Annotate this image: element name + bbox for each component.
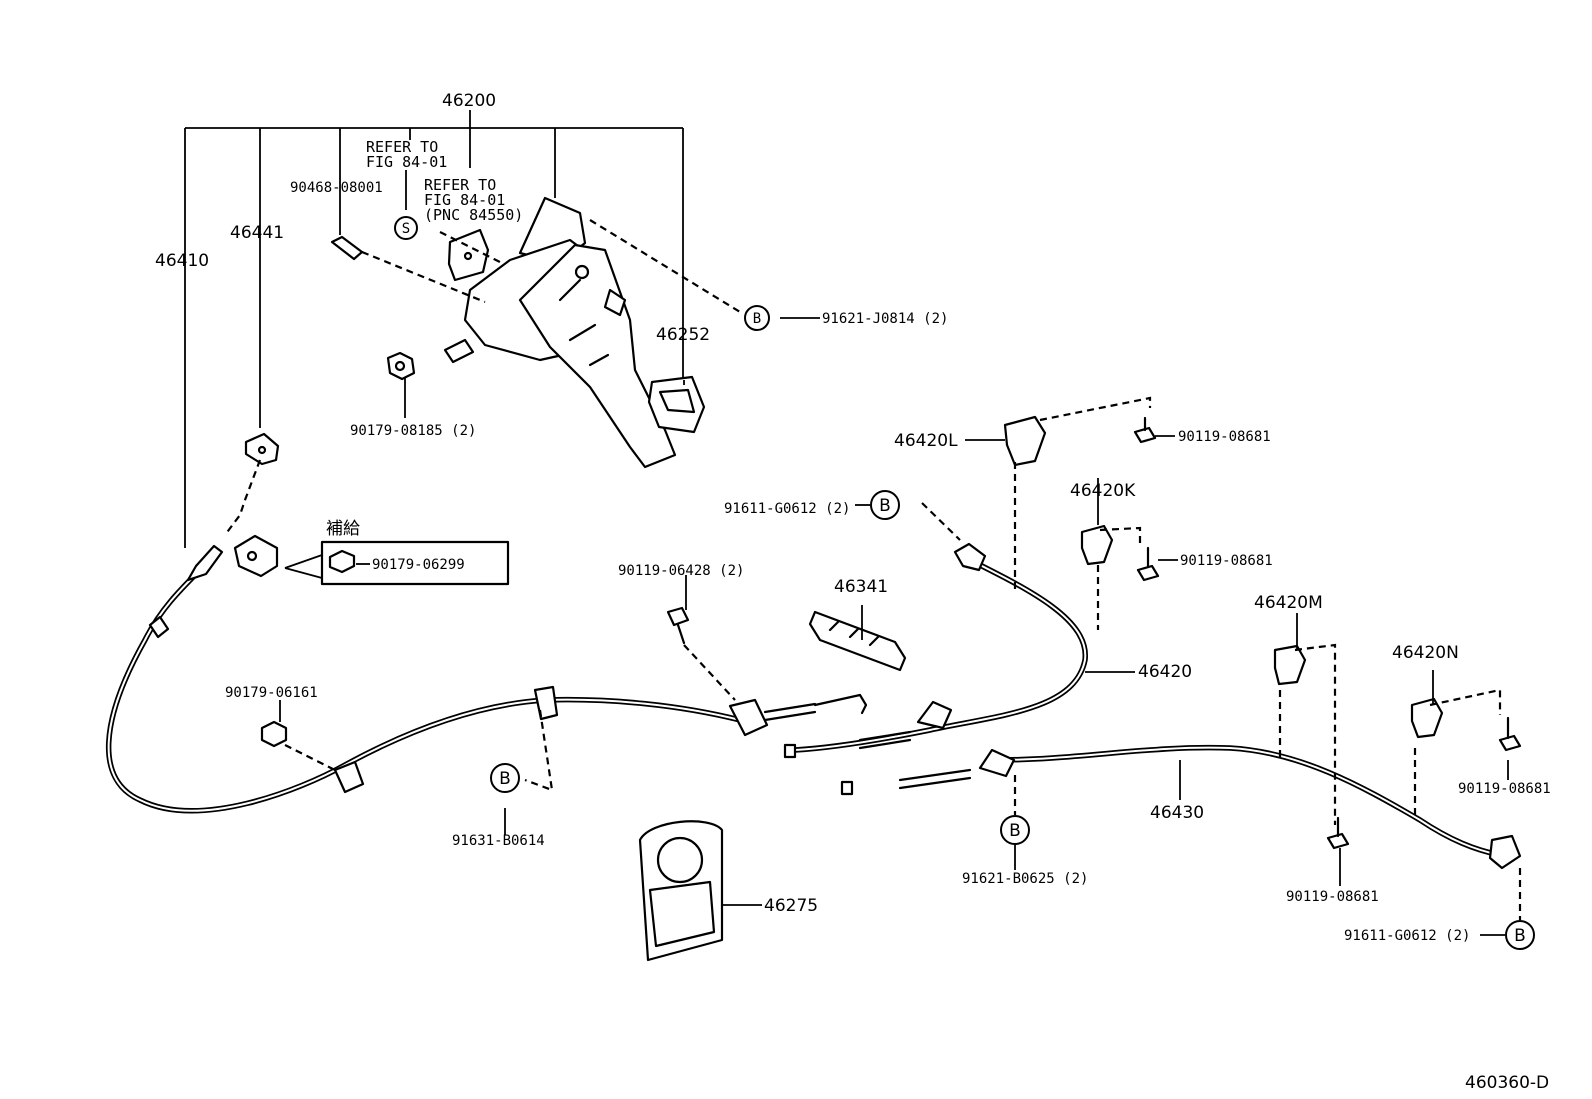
label-46420n: 46420N xyxy=(1392,643,1459,663)
nut-90179-08185-part xyxy=(386,351,416,381)
label-90119-06428: 90119-06428 (2) xyxy=(618,563,744,579)
svg-text:B: B xyxy=(499,769,511,789)
assembly-46200-bracket xyxy=(184,110,684,548)
plate-46275-part xyxy=(638,820,724,962)
label-90468-08001: 90468-08001 xyxy=(290,180,383,196)
svg-text:S: S xyxy=(402,221,410,237)
label-90119-08681-b: 90119-08681 xyxy=(1180,553,1273,569)
label-90119-08681-c: 90119-08681 xyxy=(1458,781,1551,797)
supply-part-box xyxy=(284,540,510,586)
label-supply: 補給 xyxy=(326,519,360,539)
bracket-46420M-part xyxy=(1273,644,1307,686)
label-90119-08681-d: 90119-08681 xyxy=(1286,889,1379,905)
label-46441: 46441 xyxy=(230,223,284,243)
marker-b-91621-b0625: B xyxy=(1000,815,1030,845)
bracket-46420K-part xyxy=(1080,524,1114,566)
label-46420: 46420 xyxy=(1138,662,1192,682)
label-91631-b0614: 91631-B0614 xyxy=(452,833,545,849)
label-90119-08681-a: 90119-08681 xyxy=(1178,429,1271,445)
label-90179-06161: 90179-06161 xyxy=(225,685,318,701)
bolts-90119-08681-parts xyxy=(1133,416,1522,850)
marker-b-91611-g0612-b: B xyxy=(1505,920,1535,950)
marker-b-91631-b0614: B xyxy=(490,763,520,793)
clip-90468-part xyxy=(330,235,364,261)
label-refer2-line2: FIG 84-01 xyxy=(424,191,505,209)
switch-bracket-part xyxy=(447,228,490,282)
marker-s-subassembly: S xyxy=(394,216,418,240)
part-labels: 46200 REFER TO FIG 84-01 REFER TO FIG 84… xyxy=(155,91,1551,1093)
svg-text:B: B xyxy=(753,311,761,327)
label-46420l: 46420L xyxy=(894,431,958,451)
label-46430: 46430 xyxy=(1150,803,1204,823)
connection-dashes xyxy=(224,219,1522,920)
label-46275: 46275 xyxy=(764,896,818,916)
label-refer2-line3: (PNC 84550) xyxy=(424,206,523,224)
label-46200: 46200 xyxy=(442,91,496,111)
bracket-46420L-part xyxy=(1003,415,1047,467)
cable-46410 xyxy=(105,544,868,814)
marker-b-91611-g0612-a: B xyxy=(870,490,900,520)
marker-b-91621-j0814: B xyxy=(744,305,770,331)
svg-text:B: B xyxy=(879,496,891,516)
clip-46441-part xyxy=(244,432,280,466)
label-46252: 46252 xyxy=(656,325,710,345)
label-refer2-line1: REFER TO xyxy=(424,176,496,194)
bracket-46420N-part xyxy=(1410,697,1444,739)
bolt-90119-06428-part xyxy=(666,606,690,645)
label-91621-j0814: 91621-J0814 (2) xyxy=(822,311,948,327)
nut-90179-06161-part xyxy=(260,720,288,748)
label-90179-08185: 90179-08185 (2) xyxy=(350,423,476,439)
label-91611-g0612-b: 91611-G0612 (2) xyxy=(1344,928,1470,944)
cable-46430 xyxy=(840,744,1522,870)
label-diagram-id: 460360-D xyxy=(1465,1073,1549,1093)
label-46420k: 46420K xyxy=(1070,481,1136,501)
bracket-46341-part xyxy=(808,610,907,672)
svg-text:B: B xyxy=(1009,821,1021,841)
label-46341: 46341 xyxy=(834,577,888,597)
clip-holder-part xyxy=(233,534,279,578)
label-refer1-line2: FIG 84-01 xyxy=(366,153,447,171)
label-46420m: 46420M xyxy=(1254,593,1323,613)
label-46410: 46410 xyxy=(155,251,209,271)
label-91621-b0625: 91621-B0625 (2) xyxy=(962,871,1088,887)
svg-text:B: B xyxy=(1514,926,1526,946)
label-91611-g0612-a: 91611-G0612 (2) xyxy=(724,501,850,517)
cable-46420 xyxy=(783,542,1088,759)
label-90179-06299: 90179-06299 xyxy=(372,557,465,573)
label-refer1-line1: REFER TO xyxy=(366,138,438,156)
leader-lines xyxy=(279,317,1509,936)
parking-brake-pedal-assembly xyxy=(443,196,706,469)
